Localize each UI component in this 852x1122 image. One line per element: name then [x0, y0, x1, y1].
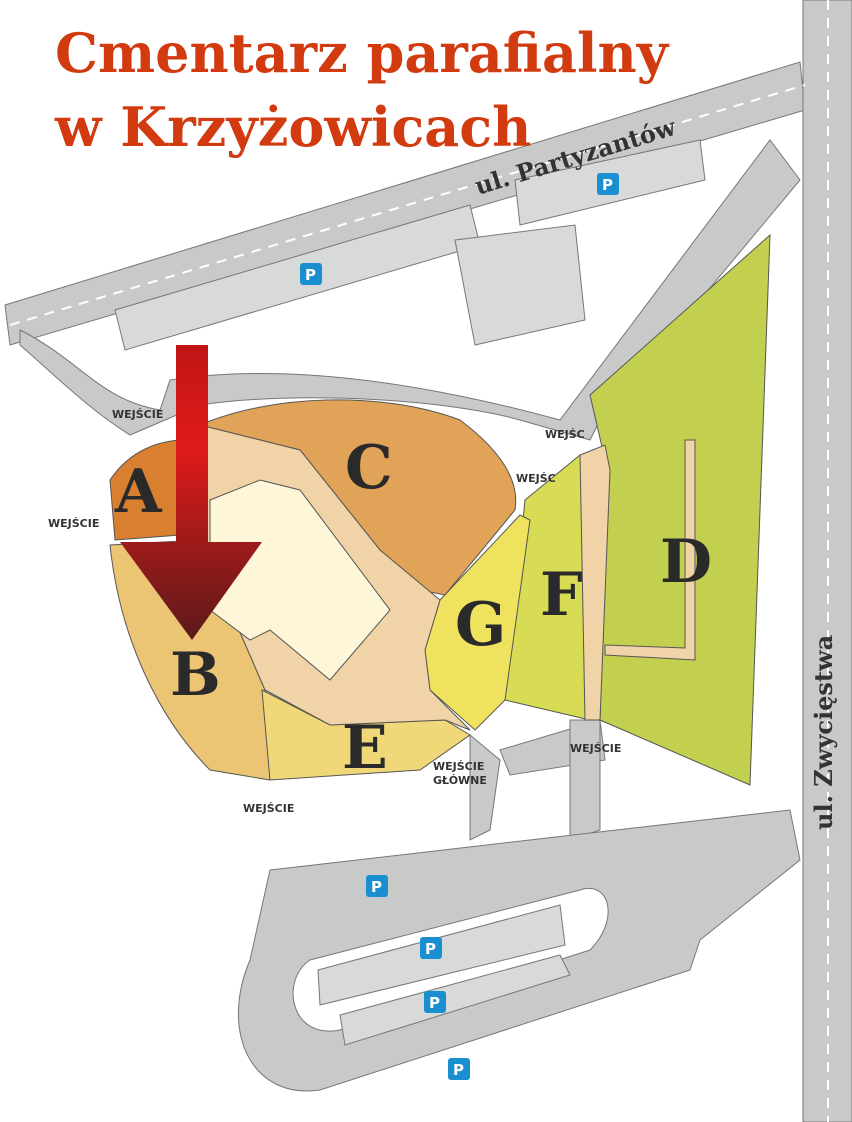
- svg-text:P: P: [371, 878, 382, 896]
- section-label-d: D: [660, 527, 712, 597]
- section-b: [109, 539, 271, 781]
- section-label-b: B: [170, 640, 221, 710]
- main-entrance-label-1: WEJŚCIE: [433, 760, 484, 773]
- section-d: [589, 233, 771, 786]
- inner-road: [19, 139, 801, 441]
- svg-text:P: P: [305, 266, 316, 284]
- entrance-label-south: WEJŚCIE: [243, 802, 294, 815]
- parking-icon: P: [420, 937, 442, 959]
- main-entrance-label-2: GŁÓWNE: [433, 774, 487, 787]
- map-title-line-1: Cmentarz parafialny: [55, 21, 669, 85]
- section-label-f: F: [540, 560, 583, 630]
- entrance-label-southeast: WEJŚCIE: [570, 742, 621, 755]
- entrance-label-west: WEJŚCIE: [48, 517, 99, 530]
- section-c: [198, 399, 517, 596]
- svg-text:P: P: [425, 940, 436, 958]
- chapel-area: [209, 479, 391, 681]
- location-arrow-icon: [120, 345, 262, 640]
- section-label-e: E: [342, 713, 388, 783]
- entrance-label-northwest: WEJŚCIE: [112, 408, 163, 421]
- section-label-a: A: [114, 457, 163, 527]
- map-title-line-2: w Krzyżowicach: [55, 95, 532, 159]
- parking-icon: P: [597, 173, 619, 195]
- svg-text:P: P: [602, 176, 613, 194]
- street-label-zwyciestwa: ul. Zwycięstwa: [809, 635, 838, 830]
- entrance-label-g: WEJŚC: [516, 472, 556, 485]
- parking-icon: P: [366, 875, 388, 897]
- section-label-g: G: [455, 590, 506, 660]
- parking-icon: P: [448, 1058, 470, 1080]
- svg-text:P: P: [453, 1061, 464, 1079]
- entrance-label-northeast: WEJŚC: [545, 428, 585, 441]
- parking-icon: P: [424, 991, 446, 1013]
- section-label-c: C: [345, 433, 393, 503]
- svg-text:P: P: [429, 994, 440, 1012]
- parking-icon: P: [300, 263, 322, 285]
